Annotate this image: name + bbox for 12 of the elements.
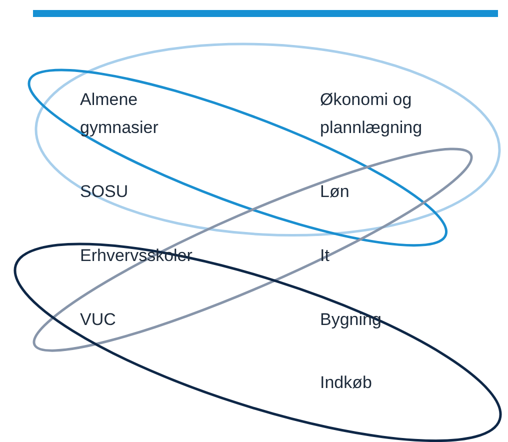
category-label: Bygning [320, 309, 382, 331]
category-label: Løn [320, 181, 350, 203]
group-ellipse [34, 42, 502, 238]
category-label: It [320, 245, 330, 267]
category-label: SOSU [80, 181, 130, 203]
group-ellipse [27, 68, 449, 248]
category-label: Almene gymnasier [80, 89, 160, 139]
group-ellipse [32, 147, 474, 353]
category-label: Indkøb [320, 372, 373, 394]
group-ellipse [13, 242, 503, 442]
category-label: Økonomi og plannlægning [320, 89, 424, 139]
category-label: VUC [80, 309, 117, 331]
